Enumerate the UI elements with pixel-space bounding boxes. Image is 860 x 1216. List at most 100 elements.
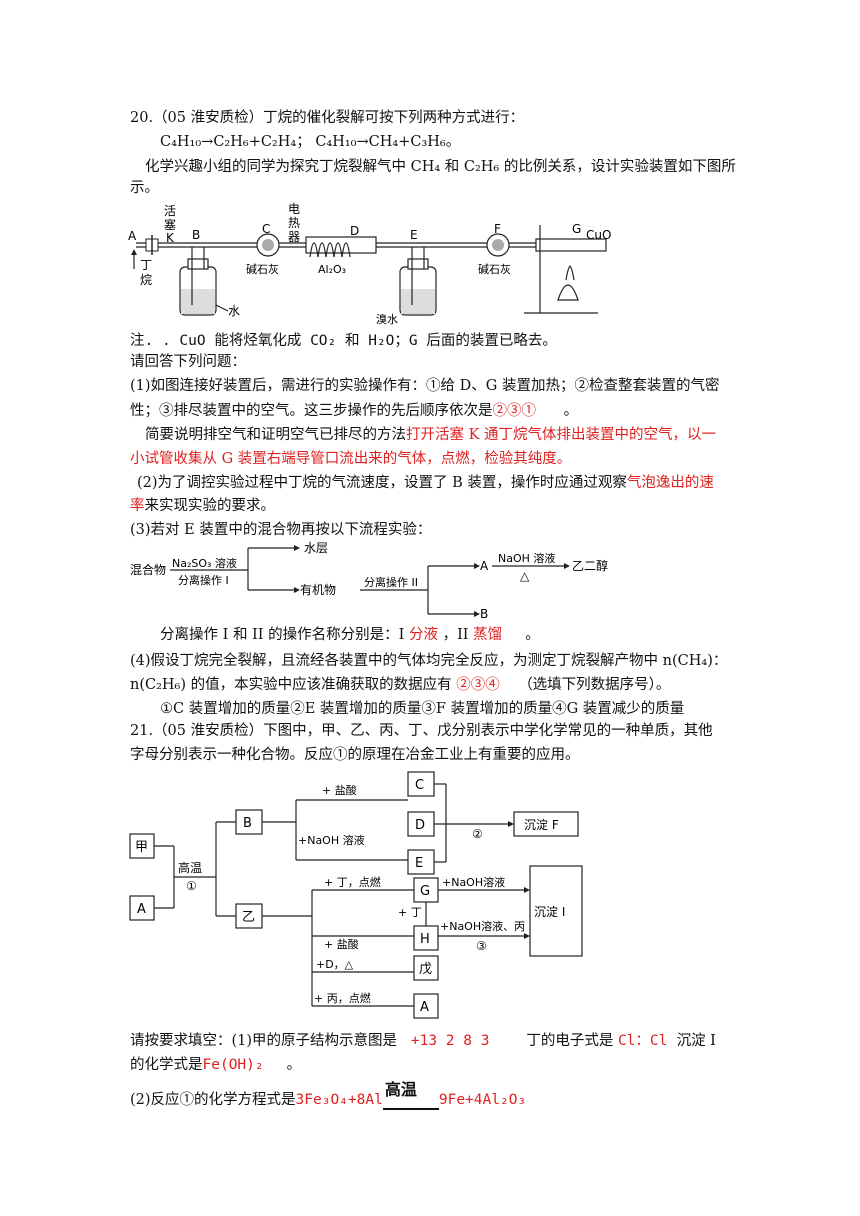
q21-answer-line1: 请按要求填空：(1)甲的原子结构示意图是 +13 2 8 3 丁的电子式是 Cl…: [130, 1033, 716, 1049]
cond-naoh-1: +NaOH 溶液: [298, 833, 365, 847]
q20-p3: (3)若对 E 装置中的混合物再按以下流程实验：: [130, 522, 432, 538]
answer-p1-method-a: 打开活塞 K 通丁烷气体排出装置中的空气，以一: [406, 427, 717, 443]
answer-p1-method-b: 小试管收集从 G 装置右端导管口流出来的气体，点燃，检验其纯度。: [130, 451, 572, 467]
cond-high-temp: 高温: [178, 860, 202, 875]
flow-A: A: [480, 559, 489, 573]
label-soda-lime-1: 碱石灰: [246, 262, 279, 276]
label-alumina: Al₂O₃: [318, 263, 346, 276]
answer-equation-lhs: 3Fe₃O₄+8Al: [295, 1092, 383, 1108]
node-D-label: D: [415, 818, 425, 833]
q20-p4-line1: (4)假设丁烷完全裂解，且流经各装置中的气体均完全反应，为测定丁烷裂解产物中 n…: [130, 653, 728, 669]
label-butane-2: 烷: [140, 273, 152, 287]
q20-p1-line1: (1)如图连接好装置后，需进行的实验操作有：①给 D、G 装置加热；②检查整套装…: [130, 378, 720, 394]
q20-p3-answer: 分离操作 I 和 II 的操作名称分别是：I 分液 ，II 蒸馏 。: [160, 627, 540, 643]
q20-p1-line2: 性；③排尽装置中的空气。这三步操作的先后顺序依次是②③① 。: [130, 403, 579, 419]
node-C-label: C: [415, 778, 424, 793]
node-wu: [413, 955, 439, 981]
node-D: [407, 811, 435, 837]
node-B: [235, 809, 263, 835]
label-D: D: [350, 224, 359, 238]
flow-op-2: 分离操作 II: [364, 575, 418, 589]
answer-p2-b: 率: [130, 498, 145, 514]
q21-answer-line2: 的化学式是Fe(OH)₂ 。: [130, 1057, 302, 1073]
node-H: [413, 925, 439, 951]
label-heater-3: 器: [288, 230, 300, 244]
q20-p4-options: ①C 装置增加的质量②E 装置增加的质量③F 装置增加的质量④G 装置减少的质量: [160, 701, 685, 717]
flow-reagent-2: NaOH 溶液: [498, 551, 555, 565]
cond-ding-fire: + 丁，点燃: [324, 875, 381, 889]
cond-D-heat: +D，△: [316, 958, 354, 971]
node-G: [413, 877, 439, 903]
node-E: [407, 849, 435, 875]
q20-p1-line3: 简要说明排空气和证明空气已排尽的方法打开活塞 K 通丁烷气体排出装置中的空气，以…: [145, 427, 717, 443]
answer-op2: 蒸馏: [473, 627, 503, 643]
cond-circ3: ③: [476, 939, 487, 953]
node-E-label: E: [415, 856, 423, 871]
label-A: A: [128, 229, 137, 243]
combustion-tube-G: [535, 238, 607, 252]
cond-naoh-2: +NaOH溶液: [442, 875, 505, 889]
label-soda-lime-2: 碱石灰: [478, 262, 511, 276]
cond-circ1: ①: [186, 879, 197, 893]
node-jia-label: 甲: [135, 840, 148, 855]
equation-condition: 高温: [382, 1080, 439, 1110]
label-heater-1: 电: [288, 202, 300, 216]
q20-p4-line2: n(C₂H₆) 的值，本实验中应该准确获取的数据应有 ②③④ （选填下列数据序号…: [130, 677, 671, 693]
node-A-left: [129, 895, 155, 921]
q20-intro: 化学兴趣小组的同学为探究丁烷裂解气中 CH₄ 和 C₂H₆ 的比例关系，设计实验…: [145, 159, 736, 175]
alcohol-burner: [557, 284, 579, 301]
q20-prompt: 请回答下列问题：: [130, 354, 246, 370]
cond-circ2: ②: [472, 827, 483, 841]
q21-intro: 字母分别表示一种化合物。反应①的原理在冶金工业上有重要的应用。: [130, 747, 580, 763]
q20-title: 20.（05 淮安质检）丁烷的催化裂解可按下列两种方式进行：: [130, 110, 525, 126]
answer-p1-order: ②③①: [492, 403, 537, 419]
q20-p2-line2: 率来实现实验的要求。: [130, 498, 275, 514]
cond-hcl-2: + 盐酸: [324, 937, 359, 951]
label-valve-2: 塞: [164, 217, 176, 232]
label-heater-2: 热: [288, 216, 300, 230]
label-E: E: [410, 228, 418, 242]
label-butane-1: 丁: [140, 258, 152, 272]
answer-p4: ②③④: [456, 677, 500, 693]
reaction-diagram: 甲 A 高温 ① B + 盐酸 +NaOH 溶液 C D E ② 沉淀 F 乙 …: [129, 771, 583, 1019]
flow-water-layer: 水层: [304, 541, 328, 555]
q21-title: 21.（05 淮安质检）下图中，甲、乙、丙、丁、戊分别表示中学化学常见的一种单质…: [130, 723, 713, 739]
label-C: C: [262, 222, 270, 236]
node-yi-label: 乙: [242, 910, 255, 925]
flow-heat: △: [520, 569, 530, 583]
answer-atom-structure: +13 2 8 3: [410, 1033, 490, 1049]
apparatus-figure: A 丁 烷 活 塞 K B 水 C 碱石灰 电 热 器 D Al₂O₃ E 溴水…: [128, 202, 611, 326]
label-K: K: [166, 231, 175, 245]
q20-p2-line1: (2)为了调控实验过程中丁烷的气流速度，设置了 B 装置，操作时应通过观察气泡逸…: [137, 475, 714, 491]
node-G-label: G: [420, 884, 430, 899]
node-A-left-label: A: [137, 902, 146, 917]
node-C: [407, 771, 435, 797]
label-B: B: [192, 228, 200, 242]
node-A-right: [413, 993, 439, 1019]
node-ppt-F-label: 沉淀 F: [524, 818, 559, 832]
label-G: G: [572, 222, 581, 236]
cond-ding: + 丁: [398, 906, 422, 919]
node-A-right-label: A: [420, 1000, 429, 1015]
node-ppt-I: [529, 865, 583, 957]
flow-B: B: [480, 607, 488, 621]
answer-p2-a: 气泡逸出的速: [626, 475, 714, 491]
node-ppt-F: [513, 811, 579, 837]
flow-organic: 有机物: [300, 583, 336, 597]
q20-intro-end: 示。: [130, 180, 159, 196]
answer-equation-rhs: 9Fe+4Al₂O₃: [438, 1092, 527, 1108]
flow-glycol: 乙二醇: [572, 558, 608, 573]
node-wu-label: 戊: [419, 962, 432, 977]
cond-bing-fire: + 丙，点燃: [314, 991, 371, 1005]
label-bromine-water: 溴水: [376, 312, 398, 326]
q20-note: 注. . CuO 能将烃氧化成 CO₂ 和 H₂O；G 后面的装置已略去。: [130, 333, 557, 349]
node-B-label: B: [243, 816, 252, 831]
answer-electron-formula: Cl：Cl: [617, 1033, 668, 1049]
node-yi: [235, 903, 263, 929]
cond-hcl-1: + 盐酸: [322, 783, 357, 797]
node-ppt-I-label: 沉淀 I: [534, 905, 565, 919]
cond-naoh-bing: +NaOH溶液、丙: [440, 919, 525, 933]
answer-op1: 分液: [408, 627, 438, 643]
label-F: F: [494, 222, 501, 236]
